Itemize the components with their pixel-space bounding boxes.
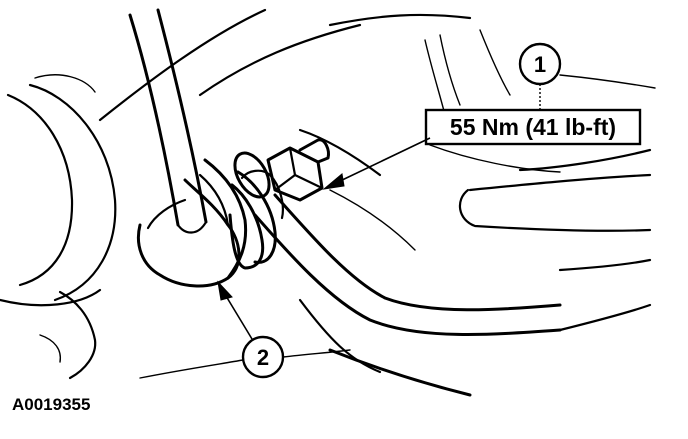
callout-1-number: 1 (534, 52, 546, 77)
callout-1-arrowhead (322, 173, 345, 190)
callout-1: 1 55 Nm (41 lb-ft) (322, 42, 642, 190)
callout-1-leader (337, 137, 431, 183)
grommets-washers (228, 151, 284, 270)
stabilizer-bar (253, 193, 562, 397)
torque-spec-label: 55 Nm (41 lb-ft) (450, 114, 616, 140)
callout-2-arrowhead (217, 280, 233, 301)
callout-2-number: 2 (257, 345, 269, 370)
callout-2-leader (225, 295, 253, 340)
stabilizer-link-rod (128, 8, 208, 234)
retaining-nut (266, 138, 330, 202)
frame-outline (0, 8, 656, 380)
callout-2: 2 (139, 280, 351, 379)
torque-spec-box (424, 108, 642, 146)
figure-id: A0019355 (12, 395, 90, 414)
